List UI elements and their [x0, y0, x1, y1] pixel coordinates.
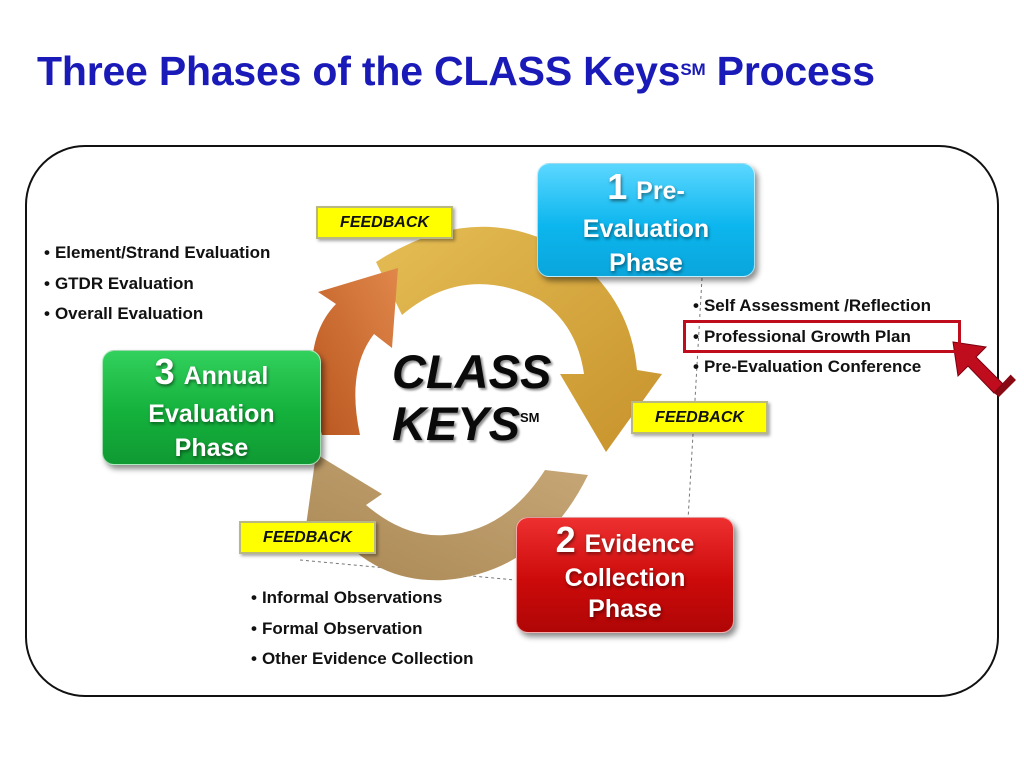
- phase-1-head: 1 Pre-: [538, 169, 754, 212]
- phase-1-box: 1 Pre- Evaluation Phase: [537, 163, 755, 277]
- phase-2-line2: Collection: [564, 564, 686, 592]
- phase-2-number: 2: [555, 519, 576, 560]
- phase-1-bullet-list: Self Assessment /Reflection Professional…: [693, 291, 931, 383]
- center-line-1: CLASS: [392, 345, 552, 398]
- phase-2-head: 2 Evidence: [517, 522, 733, 563]
- phase-1-number: 1: [607, 166, 628, 207]
- list-item-highlighted: Professional Growth Plan: [693, 322, 931, 353]
- page-title: Three Phases of the CLASS KeysSM Process: [37, 48, 875, 95]
- phase-2-line1: Evidence: [584, 530, 695, 558]
- center-line-2-wrap: KEYSSM: [392, 398, 551, 462]
- title-tail: Process: [705, 48, 875, 94]
- center-line-2: KEYS: [392, 397, 520, 450]
- phase-1-line3: Phase: [609, 249, 683, 277]
- list-item: Other Evidence Collection: [251, 644, 474, 675]
- list-item: Overall Evaluation: [44, 299, 270, 330]
- phase-3-bullet-list: Element/Strand Evaluation GTDR Evaluatio…: [44, 238, 270, 330]
- arrow-pointer-icon: [952, 341, 1016, 397]
- list-item: Self Assessment /Reflection: [693, 291, 931, 322]
- list-item: Formal Observation: [251, 614, 474, 645]
- phase-2-box: 2 Evidence Collection Phase: [516, 517, 734, 633]
- list-item: GTDR Evaluation: [44, 269, 270, 300]
- diagram-frame: [25, 145, 999, 697]
- center-service-mark: SM: [520, 410, 540, 425]
- highlight-box: [683, 320, 961, 353]
- feedback-label-top: FEEDBACK: [316, 206, 453, 239]
- center-label: CLASS KEYSSM: [392, 346, 551, 462]
- phase-2-bullet-list: Informal Observations Formal Observation…: [251, 583, 474, 675]
- connector-line-right: [687, 277, 703, 521]
- phase-3-line1: Annual: [183, 362, 269, 390]
- phase-1-line2: Evaluation: [582, 215, 710, 243]
- feedback-label-right: FEEDBACK: [631, 401, 768, 434]
- phase-3-head: 3 Annual: [103, 354, 320, 397]
- list-item: Element/Strand Evaluation: [44, 238, 270, 269]
- phase-2-line3: Phase: [588, 595, 662, 623]
- title-service-mark: SM: [680, 60, 706, 79]
- phase-3-line2: Evaluation: [148, 400, 275, 428]
- cycle-arrow-orange: [311, 268, 398, 435]
- phase-3-number: 3: [154, 351, 175, 392]
- cycle-arrow-gold: [376, 226, 662, 452]
- list-item: Informal Observations: [251, 583, 474, 614]
- phase-1-line1: Pre-: [636, 177, 685, 205]
- phase-3-line3: Phase: [174, 434, 249, 462]
- phase-3-box: 3 Annual Evaluation Phase: [102, 350, 321, 465]
- feedback-label-bottom: FEEDBACK: [239, 521, 376, 554]
- title-main: Three Phases of the CLASS Keys: [37, 48, 681, 94]
- list-item: Pre-Evaluation Conference: [693, 352, 931, 383]
